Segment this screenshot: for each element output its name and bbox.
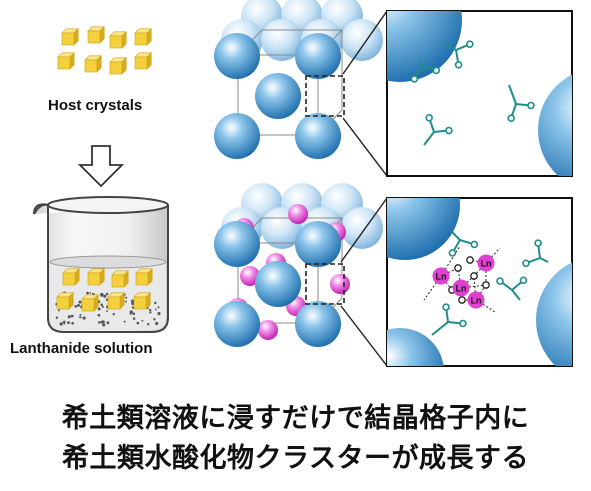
crystal-cube: [134, 52, 152, 70]
crystal-cube: [56, 292, 74, 310]
carboxylate-ligand: [522, 239, 549, 268]
carboxylate-ligand: [431, 303, 467, 336]
front-sphere: [255, 261, 301, 307]
lanthanide-atom: Ln: [477, 254, 495, 272]
front-sphere: [214, 113, 260, 159]
zoom-panel-host: [386, 10, 573, 177]
zoom-selection: [305, 75, 345, 117]
crystal-cube: [57, 52, 75, 70]
crystal-cube: [134, 28, 152, 46]
bond-line: [460, 275, 475, 289]
crystal-cube: [109, 57, 127, 75]
front-sphere: [295, 113, 341, 159]
lanthanide-atom-label: Ln: [471, 296, 482, 306]
lanthanide-atom: Ln: [467, 291, 485, 309]
lanthanide-atom-label: Ln: [436, 272, 447, 282]
carboxylate-ligand: [507, 84, 535, 122]
lanthanide-sphere: [258, 320, 278, 340]
oxygen-atom: [470, 272, 478, 280]
back-sphere: [341, 19, 383, 61]
carboxylate-ligand: [448, 231, 479, 257]
host-crystals-label: Host crystals: [48, 97, 143, 114]
oxygen-atom: [454, 264, 462, 272]
bond-line: [440, 275, 453, 291]
oxygen-atom: [466, 256, 474, 264]
crystal-cube: [111, 270, 129, 288]
beaker: [33, 196, 169, 333]
cluster-lattice-model: [214, 183, 383, 347]
zoom-lines: [340, 10, 388, 367]
zoom-selection: [305, 263, 345, 305]
crystal-cube: [81, 294, 99, 312]
carboxylate-ligand: [445, 40, 474, 69]
crystal-cube: [84, 55, 102, 73]
front-sphere: [295, 301, 341, 347]
bond-line: [485, 247, 501, 264]
caption-line-1: 希土類溶液に浸すだけで結晶格子内に: [61, 403, 530, 434]
crystal-cube: [109, 31, 127, 49]
bond-line: [475, 284, 487, 301]
lanthanide-solution-label: Lanthanide solution: [10, 340, 153, 357]
front-sphere: [255, 73, 301, 119]
immersed-crystals-group: [56, 268, 153, 312]
crystal-cube: [135, 268, 153, 286]
lanthanide-atom: Ln: [452, 279, 470, 297]
crystal-cube: [107, 292, 125, 310]
front-sphere: [214, 301, 260, 347]
host-crystals-group: [57, 26, 152, 75]
carboxylate-ligand: [423, 114, 453, 146]
bond-line: [473, 262, 487, 277]
crystal-cube: [87, 268, 105, 286]
lanthanide-sphere: [330, 274, 350, 294]
crystal-cube: [133, 292, 151, 310]
precipitate-dots: [55, 291, 161, 327]
carboxylate-ligand: [496, 276, 528, 301]
crystal-cube: [87, 26, 105, 44]
lanthanide-sphere: [288, 204, 308, 224]
lanthanide-atom-label: Ln: [481, 259, 492, 269]
front-sphere: [295, 221, 341, 267]
down-arrow-icon: [77, 145, 125, 188]
front-sphere: [295, 33, 341, 79]
oxygen-atom: [482, 281, 490, 289]
lanthanide-atom: Ln: [432, 267, 450, 285]
crystal-cube: [61, 28, 79, 46]
carboxylate-ligand: [410, 59, 441, 83]
crystal-cube: [62, 268, 80, 286]
caption-line-2: 希土類水酸化物クラスターが成長する: [62, 443, 529, 474]
lanthanide-atom-label: Ln: [456, 284, 467, 294]
host-lattice-model: [214, 0, 383, 159]
front-sphere: [214, 33, 260, 79]
bond-line: [440, 267, 459, 277]
lanthanide-sphere: [240, 266, 260, 286]
front-sphere: [214, 221, 260, 267]
oxygen-atom: [458, 296, 466, 304]
